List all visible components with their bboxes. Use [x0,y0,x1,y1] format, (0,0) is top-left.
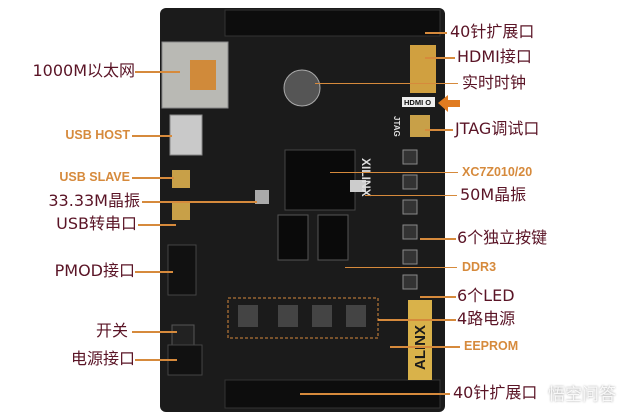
hdmi-silkscreen: HDMI O [404,98,431,107]
hdmi-port [410,45,436,93]
pmod-connector [167,244,197,296]
ddr3-chip-2 [317,214,349,261]
leader-line [132,177,174,179]
leader-line [345,267,457,268]
leader-line [420,238,456,240]
leader-line [135,271,173,273]
leader-line [425,32,447,34]
switch [171,324,195,348]
arrow-icon [438,95,460,112]
leader-line [330,172,458,173]
jtag-port [410,115,430,137]
usb-host-port [169,114,203,156]
jtag-silkscreen: JTAG [392,116,401,137]
alinx-logo-bg [408,300,432,380]
label-pmod: PMOD接口 [54,261,135,280]
label-hdmi: HDMI接口 [457,47,532,66]
label-usb-slave: USB SLAVE [59,170,130,184]
label-usb-uart: USB转串口 [56,214,137,233]
label-40pin-bottom: 40针扩展口 [453,383,538,402]
label-fpga: XC7Z010/20 [462,165,533,179]
leader-line [425,57,455,59]
leader-line [425,129,453,131]
watermark: 悟空问答 [548,385,616,405]
label-leds: 6个LED [457,286,515,305]
label-buttons: 6个独立按键 [457,228,548,247]
ddr3-chip-1 [277,214,309,261]
leader-line [365,195,457,196]
usb-slave-port [172,170,190,188]
crystal-33m [255,190,269,204]
leader-line [420,296,456,298]
label-power-jack: 电源接口 [70,349,135,368]
chip-logo: XILINX [359,158,373,197]
leader-line [132,331,177,333]
hdmi-silkscreen-bg [402,97,435,107]
label-40pin-top: 40针扩展口 [450,22,535,41]
label-switch: 开关 [95,321,128,340]
leader-line [315,83,458,84]
label-crystal-50m: 50M晶振 [460,185,527,204]
usb-uart-port [172,202,190,220]
buttons [402,149,418,290]
leader-line [135,359,177,361]
power-area [227,297,379,339]
leader-line [142,201,257,203]
leader-line [132,135,172,137]
leader-line [300,393,450,395]
label-crystal-33m: 33.33M晶振 [48,191,140,210]
label-rtc: 实时时钟 [462,73,527,92]
label-eeprom: EEPROM [464,339,519,353]
label-ddr3: DDR3 [462,260,497,274]
zynq-chip [284,149,356,211]
leader-line [138,224,176,226]
label-usb-host: USB HOST [65,128,130,142]
label-jtag: JTAG调试口 [455,119,540,138]
rtc-battery [283,69,321,107]
label-power: 4路电源 [457,309,516,328]
power-regulators [238,305,366,327]
leader-line [378,319,456,321]
top-header [224,9,441,37]
crystal-50m [350,180,366,192]
label-ethernet: 1000M以太网 [32,61,135,80]
leader-line [135,71,180,73]
leader-line [390,346,460,348]
ethernet-led [190,60,216,90]
